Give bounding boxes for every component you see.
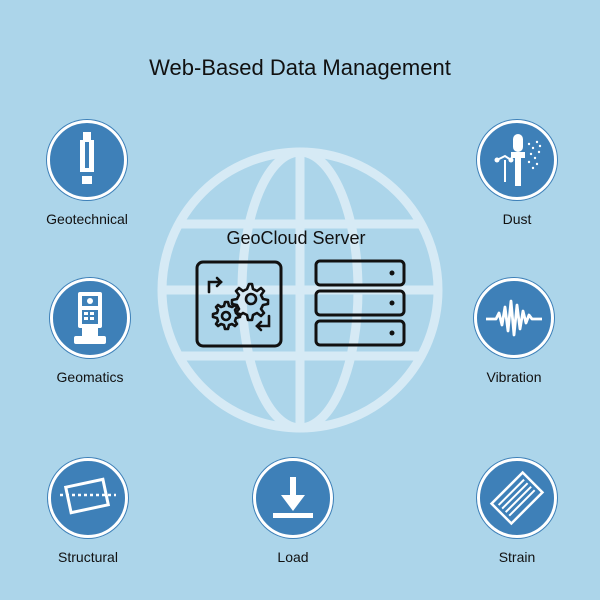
node-label: Dust	[502, 211, 532, 227]
node-geotechnical[interactable]: Geotechnical	[2, 120, 172, 227]
tiltmeter-icon	[48, 458, 128, 538]
node-dust[interactable]: Dust	[432, 120, 600, 227]
vibration-wave-icon	[474, 278, 554, 358]
load-arrow-icon	[253, 458, 333, 538]
node-label: Geomatics	[56, 369, 124, 385]
dust-monitor-icon	[477, 120, 557, 200]
gears-icon	[195, 260, 283, 348]
piezometer-icon	[47, 120, 127, 200]
node-structural[interactable]: Structural	[3, 458, 173, 565]
server-stack-icon	[314, 259, 406, 347]
node-label: Strain	[498, 549, 536, 565]
node-label: Vibration	[486, 369, 542, 385]
node-load[interactable]: Load	[208, 458, 378, 565]
node-label: Load	[277, 549, 309, 565]
total-station-icon	[50, 278, 130, 358]
node-geomatics[interactable]: Geomatics	[5, 278, 175, 385]
page-title: Web-Based Data Management	[149, 55, 451, 80]
node-label: Structural	[58, 549, 118, 565]
server-label: GeoCloud Server	[226, 228, 366, 248]
node-vibration[interactable]: Vibration	[429, 278, 599, 385]
node-label: Geotechnical	[46, 211, 128, 227]
strain-gauge-icon	[477, 458, 557, 538]
node-strain[interactable]: Strain	[432, 458, 600, 565]
